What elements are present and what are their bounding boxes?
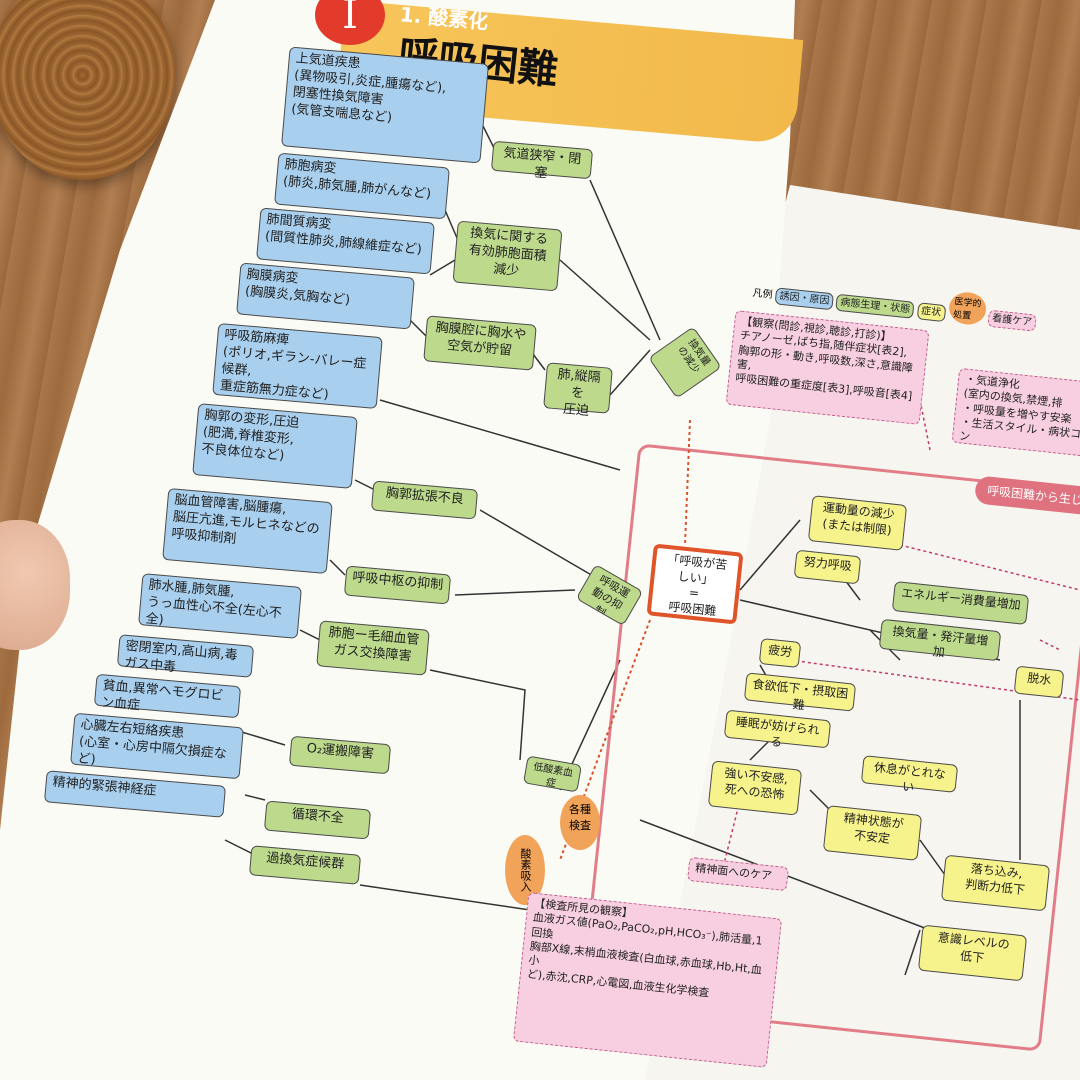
care-top: ・気道浄化 (室内の換気,禁煙,排 ・呼吸量を増やす安楽 ・生活スタイル・病状コ… [951,367,1080,458]
cause-respiratory-muscle: 呼吸筋麻痺 (ポリオ,ギラン-バレー症候群, 重症筋無力症など) [212,322,383,410]
effect-dehydration: 脱水 [1013,665,1065,699]
observation-top: 【観察(問診,視診,聴診,打診)】 チアノーゼ,ばち指,随伴症状[表2], 胸郭… [725,310,930,425]
finger [0,520,70,650]
path-alveolar-area: 換気に関する 有効肺胞面積 減少 [452,220,563,292]
cause-upper-airway: 上気道疾患 (異物吸引,炎症,腫瘍など), 閉塞性換気障害 (気管支喘息など) [281,46,489,164]
effect-anxiety: 強い不安感, 死への恐怖 [707,760,803,816]
main-symptom: 「呼吸が苦しい」 = 呼吸困難 [646,543,744,625]
observation-bottom: 【検査所見の観察】 血液ガス値(PaO₂,PaCO₂,pH,HCO₃⁻),肺活量… [512,892,783,1068]
cause-chest-deformity: 胸郭の変形,圧迫 (肥満,脊椎変形, 不良体位など) [192,403,358,489]
path-gas-exchange: 肺胞ー毛細血管 ガス交換障害 [316,620,430,676]
path-pleural-fluid: 胸膜腔に胸水や 空気が貯留 [423,315,537,371]
legend-symptom: 症状 [916,302,946,323]
path-mediastinum: 肺,縦隔を 圧迫 [543,362,613,419]
rattan-coaster [0,0,175,180]
various-tests: 各種 検査 [560,795,600,850]
legend-prefix: 凡例 [751,287,774,301]
effect-fatigue: 疲労 [758,637,802,669]
legend-medical: 医学的 処置 [947,290,988,327]
cause-cerebral: 脳血管障害,脳腫瘍, 脳圧亢進,モルヒネなどの 呼吸抑制剤 [162,487,333,575]
effect-exercise: 運動量の減少 (または制限) [807,495,908,551]
effect-mental-unstable: 精神状態が 不安定 [822,805,923,861]
